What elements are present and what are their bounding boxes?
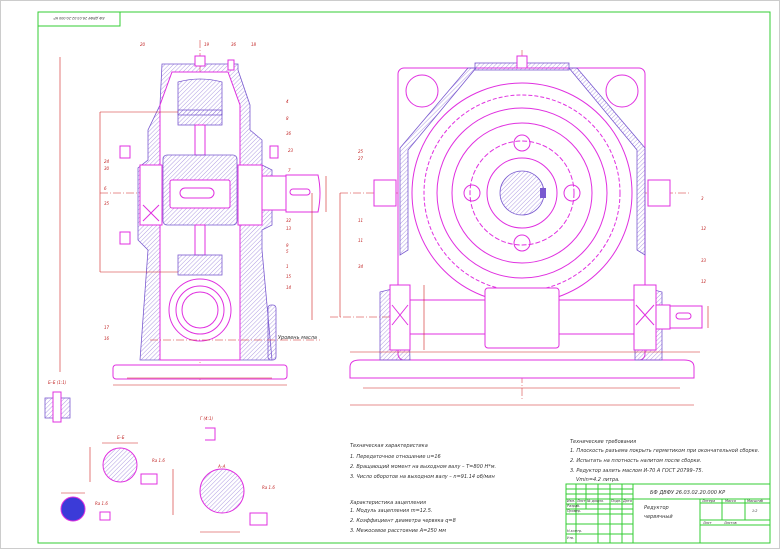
part-label: Изм. xyxy=(567,499,575,503)
drawing-designation: БФ ДВФУ 26.03.02.20.000 КР xyxy=(650,490,725,496)
part-label: 36 xyxy=(231,42,237,47)
part-label: Лист xyxy=(576,499,587,503)
part-label: 1. Модуль зацепления m=12.5. xyxy=(350,508,433,514)
part-label: 3. Число оборотов на выходном валу – n=9… xyxy=(350,474,496,480)
tech-char-title: Техническая характеристика xyxy=(350,443,428,449)
part-label: 16 xyxy=(104,336,110,341)
part-label: 35 xyxy=(104,201,110,206)
part-label: 13 xyxy=(286,226,292,231)
part-label: Подп. xyxy=(611,499,621,503)
part-label: № докум. xyxy=(586,499,604,503)
part-label: 14 xyxy=(286,285,292,290)
part-label: Дата xyxy=(622,499,632,503)
stamp-text: БФ ДВФУ 26.03.02.20.000 КР xyxy=(53,16,105,20)
part-label: Утв. xyxy=(567,536,574,540)
part-label: 3. Редуктор залить маслом И-70 А ГОСТ 20… xyxy=(570,468,703,474)
gearing-title: Характеристика зацепления xyxy=(349,500,426,506)
part-label: 25 xyxy=(358,149,364,154)
part-label: Листов xyxy=(723,521,737,525)
part-label: 2. Коэффициент диаметра червяка q=8 xyxy=(350,518,456,524)
part-label: 27 xyxy=(358,156,364,161)
part-label: 17 xyxy=(104,325,110,330)
part-label: 12 xyxy=(701,279,707,284)
stamp-box xyxy=(37,11,121,27)
part-label: Разраб. xyxy=(567,504,580,508)
drawing-frame xyxy=(37,11,771,544)
part-label: 11 xyxy=(358,238,363,243)
part-label: 3. Межосевое расстояние A=250 мм xyxy=(350,528,446,534)
part-label: 20 xyxy=(140,42,146,47)
part-label: Ra 1.6 xyxy=(95,501,108,506)
part-label: 32 xyxy=(286,218,292,223)
section-aa-label: А–А xyxy=(217,464,226,469)
part-label: 9 xyxy=(286,243,289,248)
part-label: Провер. xyxy=(567,509,581,513)
part-label: Ra 1.6 xyxy=(262,485,275,490)
part-label: Масштаб xyxy=(747,499,763,503)
part-label: 1. Передаточное отношение u=16 xyxy=(350,454,441,460)
technical-requirements: Технические требования 1. Плоскость разъ… xyxy=(570,439,759,483)
title-block: БФ ДВФУ 26.03.02.20.000 КР Редуктор черв… xyxy=(565,483,771,544)
part-label: Ra 1.6 xyxy=(152,458,165,463)
side-section-view: Уровень масла xyxy=(59,40,327,386)
part-label: 12 xyxy=(701,226,707,231)
part-label: 23 xyxy=(288,148,294,153)
part-label: 19 xyxy=(204,42,210,47)
requirements-title: Технические требования xyxy=(570,439,636,445)
detail-sections: Б–Б (1:1) Г (4:1) Б–Б Ra 1.6 А–А Ra 1.6 … xyxy=(44,380,275,533)
part-label: 2. Испытать на плотность налитом после с… xyxy=(570,458,701,464)
part-label: 11 xyxy=(358,218,363,223)
part-label: 8 xyxy=(286,116,289,121)
part-label: 34 xyxy=(358,264,364,269)
part-label: 4 xyxy=(286,99,289,104)
part-label: 24 xyxy=(104,159,110,164)
part-label: Масса xyxy=(725,499,736,503)
part-label: 15 xyxy=(286,274,292,279)
part-label: 36 xyxy=(286,131,292,136)
part-label: 1. Плоскость разъема покрыть герметиком … xyxy=(570,448,759,454)
technical-characteristics: Техническая характеристика 1. Передаточн… xyxy=(350,443,496,480)
part-label: 6 xyxy=(104,186,107,191)
part-label: 7 xyxy=(288,168,291,173)
front-section-view xyxy=(330,50,709,406)
part-label: Vmin=4.2 литра. xyxy=(576,477,620,483)
part-label: 1 xyxy=(286,264,289,269)
part-label: 3 xyxy=(701,196,704,201)
part-label: 33 xyxy=(701,258,707,263)
gearing-characteristics: Характеристика зацепления 1. Модуль заце… xyxy=(349,500,456,534)
oil-level-label: Уровень масла xyxy=(278,335,317,341)
drawing-name-1: Редуктор xyxy=(644,505,669,511)
detail-g-label: Г (4:1) xyxy=(200,416,213,421)
part-label: 5 xyxy=(286,249,289,254)
section-bb-scaled-label: Б–Б (1:1) xyxy=(48,380,67,385)
part-labels-left: 20 19 36 18 4 8 36 24 30 23 7 6 32 13 35… xyxy=(104,42,294,341)
part-label: 2. Вращающий момент на выходном валу – T… xyxy=(350,464,496,470)
part-label: 1:2 xyxy=(752,509,757,513)
part-labels-right: 25 27 11 11 34 3 12 33 12 xyxy=(358,149,707,284)
part-label: Литера xyxy=(701,499,715,503)
part-label: Н.контр. xyxy=(567,529,582,533)
part-label: Лист xyxy=(702,521,713,525)
drawing-name-2: червячный xyxy=(644,514,673,520)
section-bb-label: Б–Б xyxy=(117,435,125,440)
part-label: 30 xyxy=(104,166,110,171)
part-label: 18 xyxy=(251,42,257,47)
